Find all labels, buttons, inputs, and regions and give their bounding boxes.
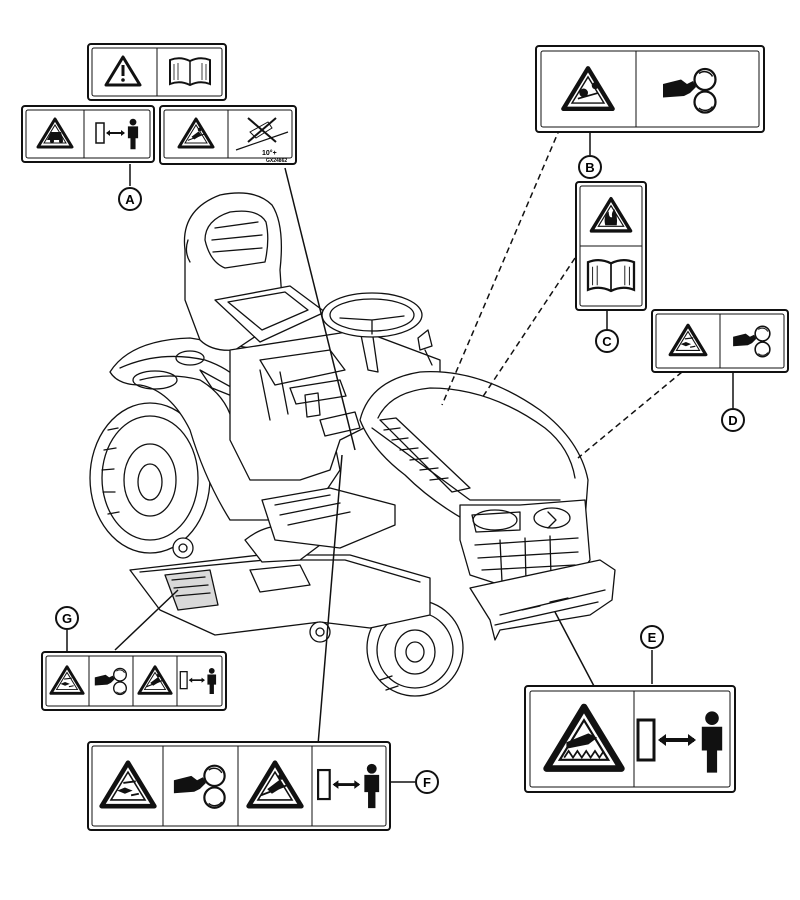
decal-group-b: B [535,45,765,179]
decal-group-d: D [651,309,789,432]
callout-a-label: A [125,192,135,207]
decal-rollover-slope: 10°+ GX24862 [159,105,297,165]
callout-d-label: D [728,413,737,428]
operator-seat [183,192,326,351]
decal-group-e: E [524,625,736,793]
leader-line-d [577,371,683,459]
crush-hazard-triangle-icon [36,117,74,149]
hood [359,371,589,531]
leader-line-g [114,589,179,651]
operator-manual-icon [586,259,636,293]
decal-group-f: F [87,741,439,831]
decal-part-number: GX24862 [266,158,287,164]
callout-f: F [415,770,439,794]
warning-triangle-icon [104,55,142,87]
blade-cut-triangle-icon [547,707,622,769]
slope-angle-label: 10°+ [262,149,277,157]
callout-c-label: C [602,334,612,349]
slope-angle-icon: 10°+ [235,117,289,157]
steering-wheel [321,292,433,373]
callout-f-label: F [423,775,431,790]
footrest [261,487,396,549]
decal-warning-manual [87,43,227,101]
callout-b-label: B [585,160,594,175]
belt-entanglement-triangle-icon [563,68,612,109]
callout-c: C [595,329,619,353]
fire-hazard-triangle-icon [589,197,633,233]
callout-g-label: G [62,611,72,626]
leader-line-b [441,127,561,406]
callout-b: B [578,155,602,179]
leader-line-c [481,257,576,399]
leader-line-f [317,454,343,746]
decal-group-a: 10°+ GX24862 A [21,43,297,211]
decal-group-g: G [41,606,227,711]
chassis [229,329,441,481]
decal-crush-keepaway [21,105,155,163]
mower-deck [129,525,431,643]
callout-a: A [118,187,142,211]
operator-manual-icon [169,57,211,86]
leader-line-e [554,611,596,689]
leader-lines [114,127,683,746]
decal-group-c: C [575,181,647,353]
leader-line-a [284,167,356,451]
front-grille [459,499,591,589]
tractor-illustration [89,192,616,697]
callout-g: G [55,606,79,630]
front-bumper [469,559,616,641]
callout-e-label: E [648,630,657,645]
callout-e: E [640,625,664,649]
callout-d: D [721,408,745,432]
